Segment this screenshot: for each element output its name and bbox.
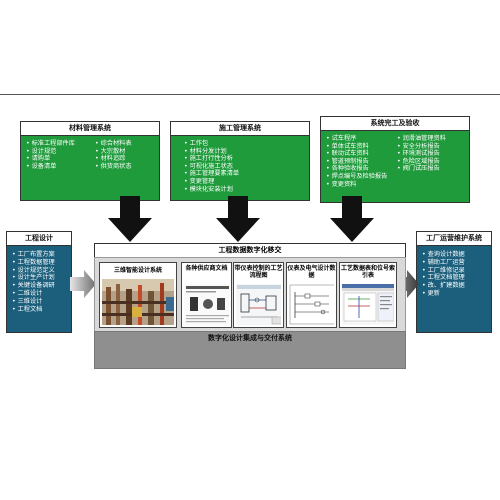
vendor-document-image — [184, 284, 229, 325]
list-item: 各种验收报告 — [326, 165, 387, 173]
list-item: 设计生产计划 — [12, 274, 68, 282]
list-item: 环境测试报告 — [397, 150, 446, 158]
list-item: 施工管理要素清单 — [184, 170, 306, 178]
construction-management-body: 工作包材料分发计划施工打行性分析可视化施工状态施工管理要素清单变更管理模块化安装… — [171, 136, 309, 200]
list-item: 管道预制报告 — [326, 158, 387, 166]
list-item: 设计规范定义 — [12, 267, 68, 275]
list-item: 变更资料 — [326, 181, 387, 189]
plant-operations-body: 查询设计数据辅助工厂运营工厂维修记录工程文档管理改、扩建数据更新 — [417, 246, 491, 332]
list-item: 工程文档管理 — [422, 274, 488, 282]
completion-acceptance-title: 系统完工及验收 — [321, 117, 469, 131]
list-item: 二维设计 — [12, 290, 68, 298]
list-item: 试车程序 — [326, 135, 387, 143]
list-item: 焊点编号及检验报告 — [326, 173, 388, 181]
top-divider — [0, 94, 500, 95]
list-item: 材料追踪 — [95, 155, 132, 163]
arrow-down-material — [108, 196, 152, 242]
completion-acceptance-body: 试车程序单体试车资料联动试车资料管道预制报告各种验收报告焊点编号及检验报告变更资… — [321, 131, 469, 202]
list-item: 更新 — [422, 290, 488, 298]
completion-list-left: 试车程序单体试车资料联动试车资料管道预制报告各种验收报告焊点编号及检验报告变更资… — [326, 135, 388, 189]
engineering-design-box: 工程设计 工厂布置方案工程数据管理设计规范定义设计生产计划关键设备调研二维设计三… — [6, 231, 72, 333]
material-management-body: 标准工程部件库设计规范请购单设备清单 综合材料表大宗散材材料追踪供货商状态 — [21, 136, 159, 200]
card-process-datasheet-label: 工艺数据表和位号索引表 — [340, 265, 395, 279]
plant-operations-box: 工厂运营维护系统 查询设计数据辅助工厂运营工厂维修记录工程文档管理改、扩建数据更… — [416, 231, 492, 333]
electrical-schematic-image — [289, 284, 334, 325]
list-item: 工厂维修记录 — [422, 267, 488, 275]
list-item: 阀门试压报告 — [397, 165, 446, 173]
list-item: 危险区域报告 — [397, 158, 446, 166]
card-3d-design: 三维智能设计系统 — [99, 262, 177, 328]
card-process-datasheet: 工艺数据表和位号索引表 — [339, 262, 397, 328]
list-item: 安全分析报告 — [397, 143, 446, 151]
list-item: 施工打行性分析 — [184, 155, 306, 163]
card-vendor-docs: 各种供应商文档 — [181, 262, 232, 328]
material-list-left: 标准工程部件库设计规范请购单设备清单 — [26, 140, 75, 170]
list-item: 可视化施工状态 — [184, 163, 306, 171]
list-item: 设计规范 — [26, 148, 75, 156]
digital-design-delivery-bar: 数字化设计集成与交付系统 — [94, 331, 406, 369]
list-item: 查询设计数据 — [422, 251, 488, 259]
card-instrument-electrical-label: 仪表及电气设计数据 — [287, 265, 336, 279]
list-item: 大宗散材 — [95, 148, 132, 156]
digital-design-delivery-label: 数字化设计集成与交付系统 — [208, 334, 292, 342]
construction-list: 工作包材料分发计划施工打行性分析可视化施工状态施工管理要素清单变更管理模块化安装… — [176, 140, 306, 193]
list-item: 辅助工厂运营 — [422, 259, 488, 267]
plant-operations-list: 查询设计数据辅助工厂运营工厂维修记录工程文档管理改、扩建数据更新 — [422, 251, 488, 298]
list-item: 联动试车资料 — [326, 150, 387, 158]
list-item: 标准工程部件库 — [26, 140, 75, 148]
list-item: 润滑油管理资料 — [397, 135, 446, 143]
list-item: 综合材料表 — [95, 140, 132, 148]
material-management-title: 材料管理系统 — [21, 122, 159, 136]
list-item: 工厂布置方案 — [12, 251, 68, 259]
card-pid: 带仪表控制的工艺流程图 — [233, 262, 284, 328]
material-management-box: 材料管理系统 标准工程部件库设计规范请购单设备清单 综合材料表大宗散材材料追踪供… — [20, 121, 160, 201]
engineering-design-title: 工程设计 — [7, 232, 71, 246]
arrow-right-from-design — [70, 270, 96, 298]
list-item: 工作包 — [184, 140, 306, 148]
completion-list-right: 润滑油管理资料安全分析报告环境测试报告危险区域报告阀门试压报告 — [397, 135, 446, 173]
list-item: 设备清单 — [26, 163, 75, 171]
construction-management-title: 施工管理系统 — [171, 122, 309, 136]
pid-drawing-image — [236, 284, 281, 325]
arrow-down-construction — [216, 196, 260, 242]
list-item: 供货商状态 — [95, 163, 132, 171]
list-item: 改、扩建数据 — [422, 282, 488, 290]
list-item: 请购单 — [26, 155, 75, 163]
card-pid-label: 带仪表控制的工艺流程图 — [234, 265, 283, 279]
digital-handover-title: 工程数据数字化移交 — [94, 243, 406, 258]
construction-management-box: 施工管理系统 工作包材料分发计划施工打行性分析可视化施工状态施工管理要素清单变更… — [170, 121, 310, 201]
list-item: 模块化安装计划 — [184, 186, 306, 194]
list-item: 材料分发计划 — [184, 148, 306, 156]
list-item: 工程文档 — [12, 306, 68, 314]
card-instrument-electrical: 仪表及电气设计数据 — [286, 262, 337, 328]
process-datasheet-image — [342, 284, 394, 325]
plant-3d-model-image — [102, 279, 174, 325]
engineering-design-body: 工厂布置方案工程数据管理设计规范定义设计生产计划关键设备调研二维设计三维设计工程… — [7, 246, 71, 332]
plant-operations-title: 工厂运营维护系统 — [417, 232, 491, 246]
list-item: 变更管理 — [184, 178, 306, 186]
list-item: 三维设计 — [12, 298, 68, 306]
material-list-right: 综合材料表大宗散材材料追踪供货商状态 — [95, 140, 132, 170]
completion-acceptance-box: 系统完工及验收 试车程序单体试车资料联动试车资料管道预制报告各种验收报告焊点编号… — [320, 116, 470, 203]
list-item: 关键设备调研 — [12, 282, 68, 290]
engineering-design-list: 工厂布置方案工程数据管理设计规范定义设计生产计划关键设备调研二维设计三维设计工程… — [12, 251, 68, 313]
list-item: 单体试车资料 — [326, 143, 387, 151]
list-item: 工程数据管理 — [12, 259, 68, 267]
card-vendor-docs-label: 各种供应商文档 — [185, 265, 228, 272]
arrow-down-completion — [330, 196, 374, 242]
card-3d-design-label: 三维智能设计系统 — [113, 267, 162, 274]
